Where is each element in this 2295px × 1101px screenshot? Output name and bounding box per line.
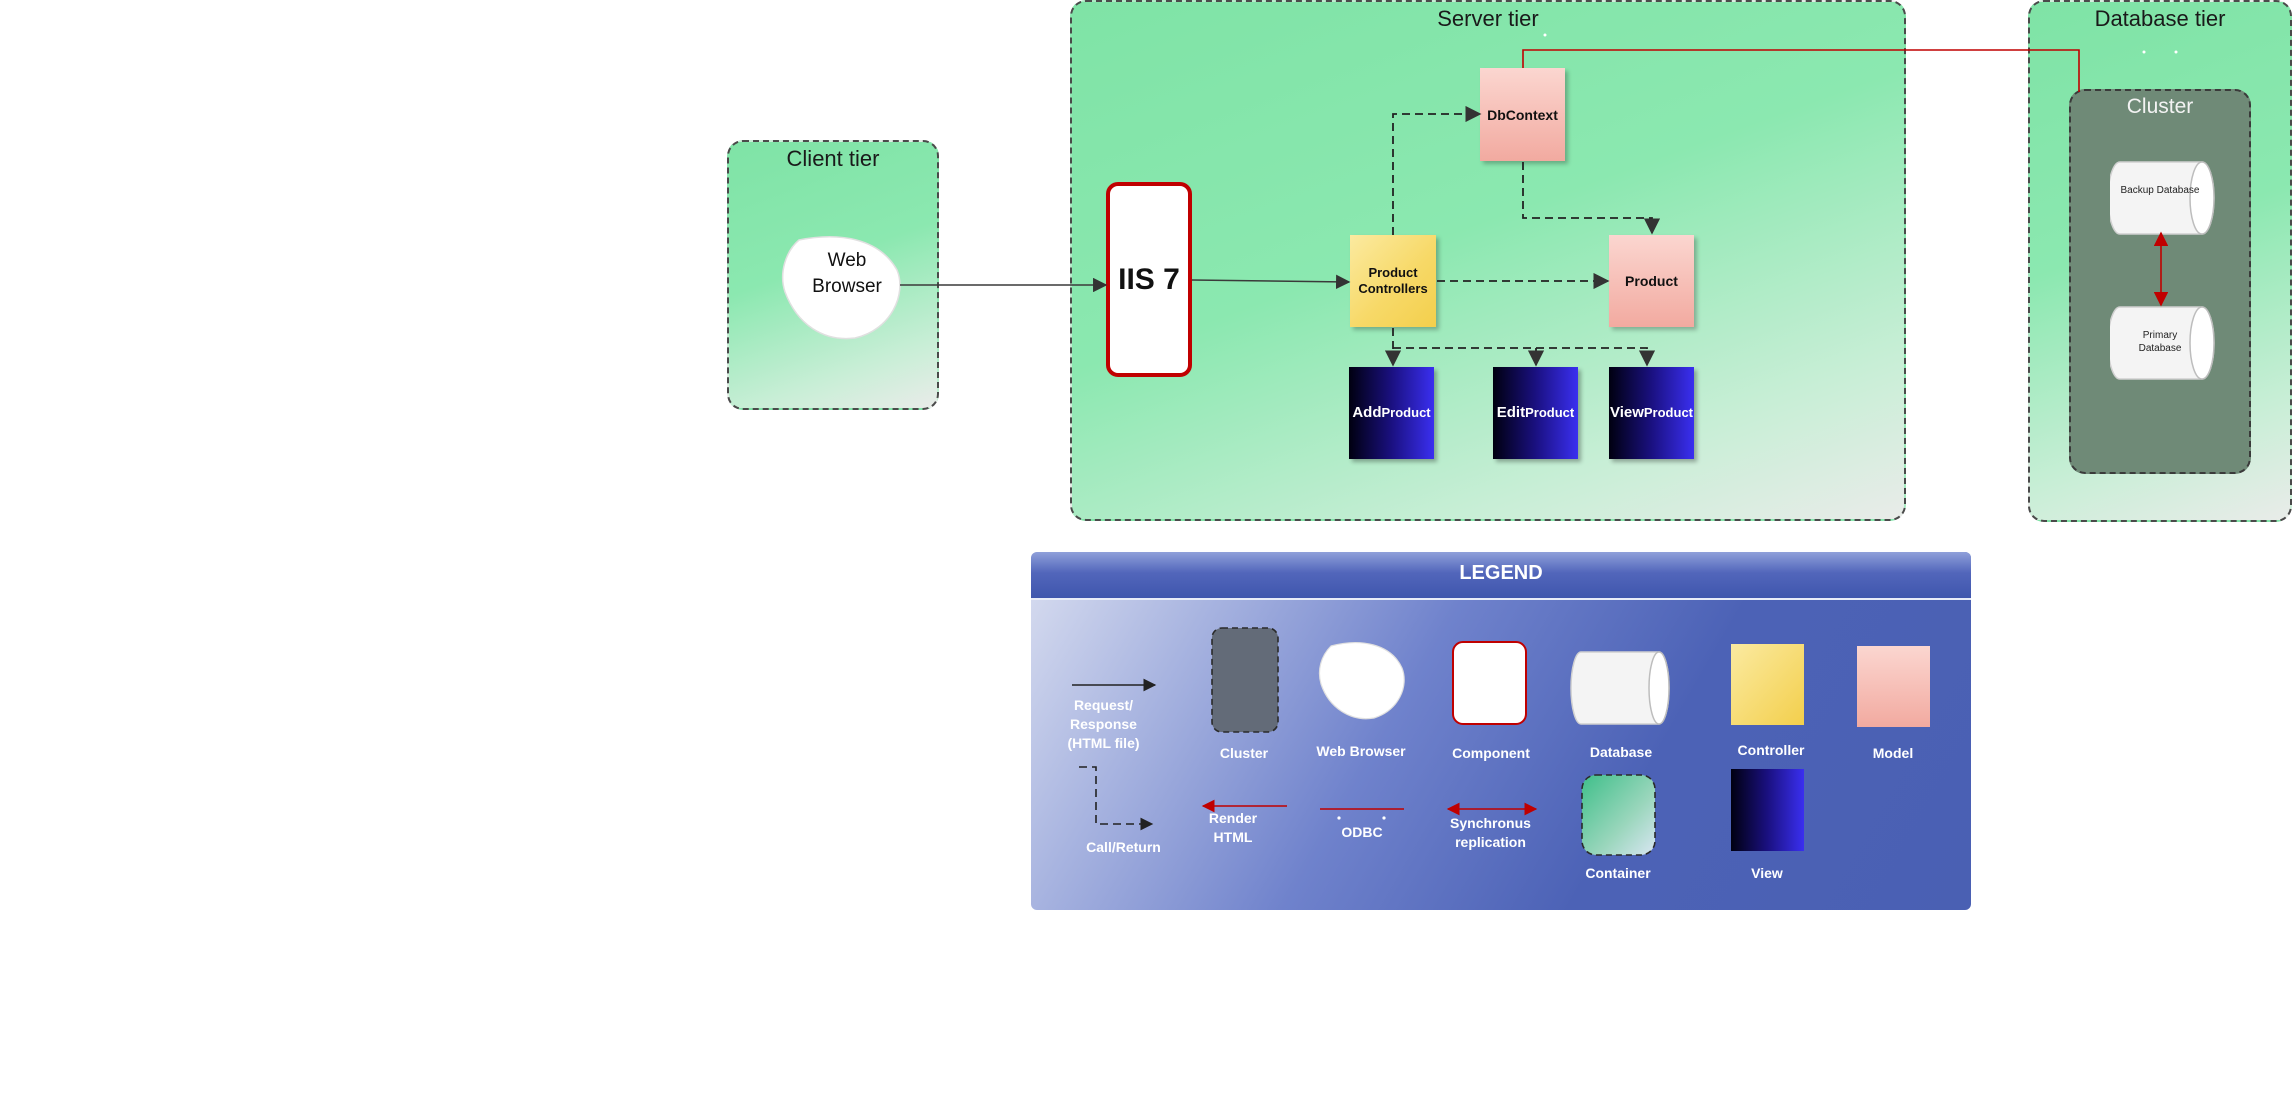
product-model-label: Product [1625, 273, 1678, 289]
client-tier-title: Client tier [786, 146, 880, 171]
edit-product-view-text: EditProduct [1497, 404, 1574, 422]
legend-cluster-label: Cluster [1219, 745, 1269, 761]
legend-odbc-label: ODBC [1341, 824, 1383, 840]
legend-container-shape [1581, 774, 1656, 856]
legend-title: LEGEND [1459, 562, 1543, 584]
view-prefix: Edit [1496, 404, 1526, 421]
backup-database-shape [2110, 161, 2215, 235]
view-rest: Product [1381, 405, 1431, 420]
legend-request-response-label: Request/ Response (HTML file) [1067, 697, 1140, 751]
legend-call-return-arrow [1079, 766, 1154, 831]
view-rest: Product [1525, 405, 1575, 420]
legend-model-shape [1857, 646, 1930, 727]
db-cluster: Cluster [2069, 89, 2251, 474]
legend-render-html-label: Render HTML [1208, 810, 1258, 845]
legend-container-label: Container [1585, 865, 1651, 881]
legend-web-browser-shape [1318, 642, 1405, 720]
legend-sync-replication-label: Synchronus replication [1450, 815, 1531, 850]
edit-product-view: EditProduct [1493, 367, 1578, 459]
legend-controller-label: Controller [1737, 742, 1805, 758]
add-product-view: AddProduct [1349, 367, 1434, 459]
legend-controller-shape [1731, 644, 1804, 725]
iis-label: IIS 7 [1118, 262, 1180, 296]
legend-component-label: Component [1452, 745, 1530, 761]
legend-call-return-label: Call/Return [1086, 839, 1161, 855]
legend-view-label: View [1751, 865, 1783, 881]
client-tier: Client tier Web Browser [727, 140, 939, 410]
legend-symbols [1072, 627, 1930, 856]
backup-database-label: Backup Database [2120, 185, 2200, 196]
dbcontext-model: DbContext [1480, 68, 1565, 161]
legend-model-label: Model [1872, 745, 1914, 761]
database-tier-title: Database tier [2094, 6, 2226, 31]
view-prefix: View [1609, 404, 1644, 421]
legend-cluster-shape [1211, 627, 1279, 733]
web-browser-shape [781, 236, 901, 340]
product-model: Product [1609, 235, 1694, 327]
add-product-view-text: AddProduct [1352, 404, 1430, 422]
view-rest: Product [1643, 405, 1694, 420]
view-product-view: ViewProduct [1609, 367, 1694, 459]
legend-header: LEGEND [1031, 552, 1971, 600]
legend: LEGEND [1031, 552, 1971, 910]
server-tier-title: Server tier [1437, 6, 1539, 31]
product-controllers-label: Product Controllers [1358, 265, 1428, 296]
legend-web-browser-label: Web Browser [1316, 743, 1406, 759]
view-product-view-text: ViewProduct [1610, 404, 1693, 422]
primary-database-shape [2110, 306, 2215, 380]
legend-component-shape [1452, 641, 1527, 725]
legend-database-label: Database [1589, 744, 1653, 760]
web-browser-label: Web Browser [812, 250, 882, 297]
iis-component: IIS 7 [1106, 182, 1192, 377]
product-controllers: Product Controllers [1350, 235, 1436, 327]
primary-database-label: Primary Database [2138, 330, 2182, 354]
dbcontext-label: DbContext [1487, 106, 1558, 123]
db-cluster-title: Cluster [2126, 95, 2194, 118]
view-prefix: Add [1352, 404, 1382, 421]
legend-view-shape [1731, 769, 1804, 851]
